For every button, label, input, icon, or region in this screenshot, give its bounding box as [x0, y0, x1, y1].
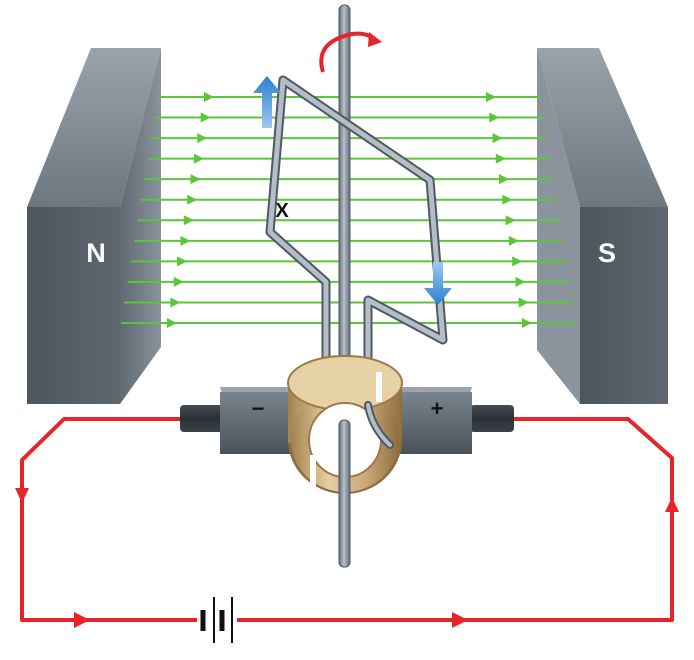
minus-terminal-label: −: [252, 396, 265, 421]
north-magnet: N: [27, 48, 161, 404]
coil-wire: [267, 77, 446, 413]
battery-symbol-icon: [197, 597, 237, 643]
field-direction-arrow: [173, 276, 184, 287]
up-arrow-icon: [253, 76, 281, 128]
south-magnet-front: [580, 207, 668, 404]
field-direction-arrow: [204, 92, 214, 102]
left-brush-block: [220, 392, 298, 454]
north-magnet-top: [27, 48, 161, 207]
circuit-arrows: [15, 488, 679, 628]
field-direction-arrow: [492, 133, 503, 144]
field-direction-arrow: [190, 174, 201, 185]
south-pole-label: S: [598, 238, 616, 268]
circuit-arrow-bottom-left: [74, 612, 90, 628]
left-brush: −: [180, 387, 300, 454]
commutator-gap-left: [310, 455, 316, 495]
north-pole-label: N: [86, 238, 106, 268]
coil-point-label: X: [275, 200, 289, 222]
left-terminal-post: [180, 405, 224, 432]
north-magnet-front: [27, 207, 120, 404]
field-direction-arrow: [508, 235, 519, 246]
north-magnet-side: [120, 48, 161, 404]
field-direction-arrow: [522, 318, 532, 328]
circuit-wire-left: [20, 417, 200, 622]
right-terminal-post: [470, 405, 514, 432]
plus-terminal-label: +: [431, 396, 444, 421]
field-direction-arrow: [502, 194, 513, 205]
circuit-arrow-left-down: [15, 488, 29, 503]
commutator-top: [287, 355, 403, 411]
circuit-arrow-bottom-right: [452, 612, 468, 628]
field-direction-arrow: [183, 215, 194, 226]
field-direction-arrow: [512, 256, 523, 267]
field-direction-arrow: [489, 112, 500, 123]
circuit-arrow-right-up: [665, 497, 679, 512]
field-direction-arrow: [170, 297, 181, 308]
south-magnet-side: [537, 48, 580, 404]
south-magnet-top: [537, 48, 668, 207]
field-direction-arrow: [167, 318, 177, 328]
field-direction-arrow: [505, 215, 516, 226]
field-direction-arrow: [193, 153, 204, 164]
field-direction-arrow: [177, 256, 188, 267]
field-direction-arrow: [495, 153, 506, 164]
field-direction-arrow: [187, 194, 198, 205]
right-brush: +: [394, 387, 514, 454]
split-ring-commutator: [287, 355, 403, 568]
down-arrow-icon: [424, 262, 452, 305]
field-direction-arrow: [200, 112, 211, 123]
field-direction-arrow: [515, 276, 526, 287]
right-brush-block: [394, 392, 472, 454]
curved-arrow-icon: [319, 31, 382, 73]
field-direction-arrow: [180, 235, 191, 246]
field-direction-arrow: [518, 297, 529, 308]
field-direction-arrow: [197, 133, 208, 144]
circuit-wire-right: [236, 417, 674, 622]
field-direction-arrow: [499, 174, 510, 185]
south-magnet: S: [537, 48, 668, 404]
commutator-gap-right: [376, 372, 382, 402]
armature-coil: [265, 75, 448, 415]
field-direction-arrow: [486, 92, 496, 102]
